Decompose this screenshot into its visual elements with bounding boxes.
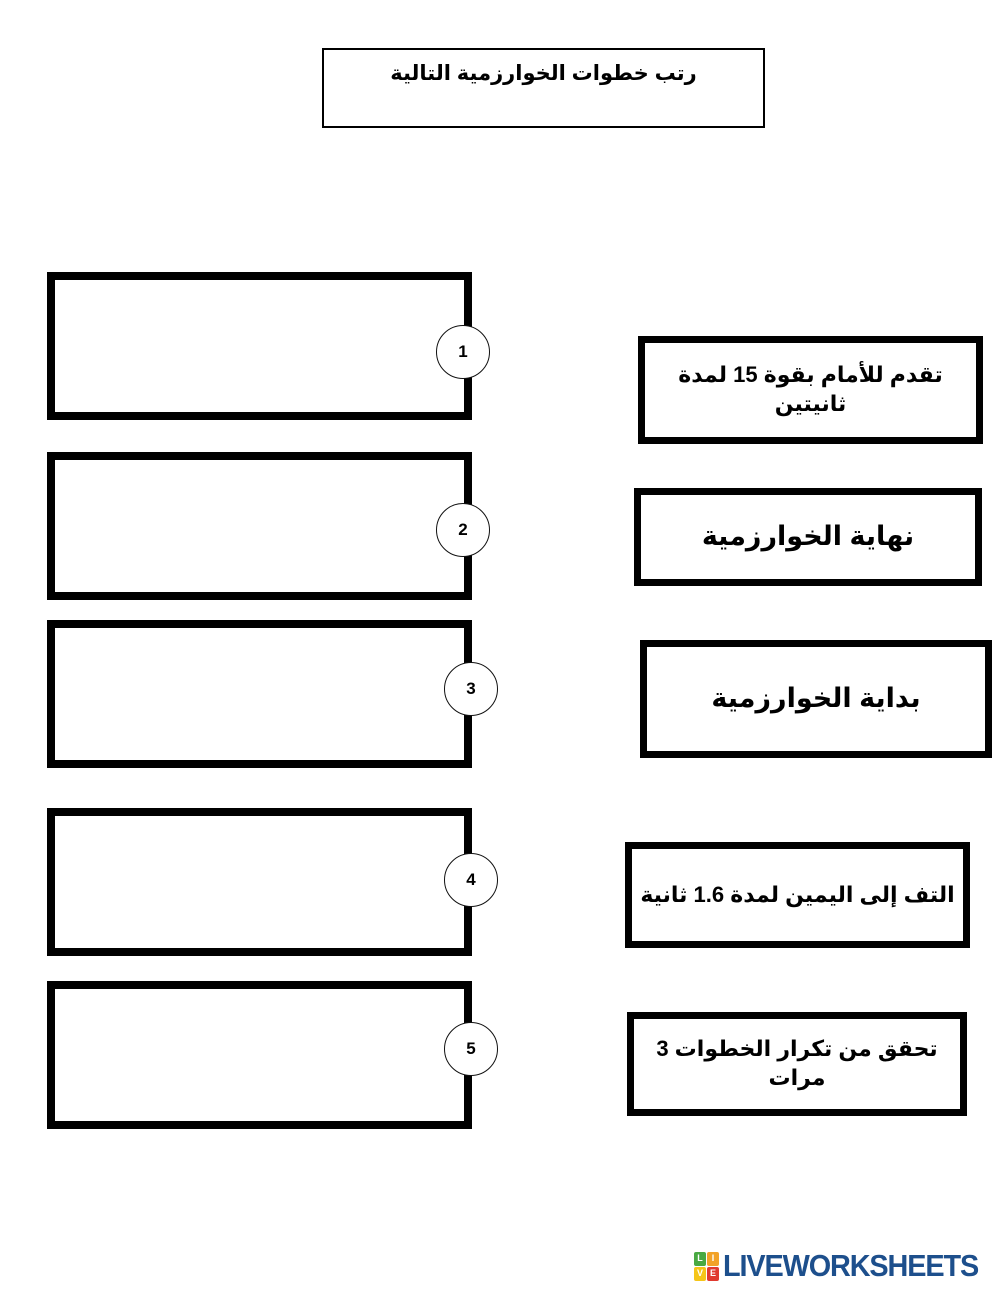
answer-card-start[interactable]: بداية الخوارزمية: [640, 640, 992, 758]
liveworksheets-logo: L I V E LIVEWORKSHEETS: [694, 1246, 997, 1286]
drop-target-2[interactable]: [47, 452, 472, 600]
page-title: رتب خطوات الخوارزمية التالية: [390, 62, 697, 85]
answer-card-turn-label: التف إلى اليمين لمدة 1.6 ثانية: [640, 881, 955, 907]
logo-tile-v-icon: V: [694, 1266, 706, 1281]
drop-target-5[interactable]: [47, 981, 472, 1129]
worksheet-title-box: رتب خطوات الخوارزمية التالية: [322, 48, 765, 128]
drop-target-1[interactable]: [47, 272, 472, 420]
drop-target-number-4: 4: [444, 853, 498, 907]
drop-target-number-3-label: 3: [466, 679, 476, 698]
drop-target-4[interactable]: [47, 808, 472, 956]
answer-card-forward-label: تقدم للأمام بقوة 15 لمدة ثانيتين: [678, 362, 943, 416]
answer-card-repeat[interactable]: تحقق من تكرار الخطوات 3 مرات: [627, 1012, 967, 1116]
liveworksheets-logo-tiles: L I V E: [694, 1251, 719, 1281]
drop-target-number-4-label: 4: [466, 870, 476, 889]
logo-tile-e-icon: E: [707, 1266, 719, 1281]
drop-target-number-5-label: 5: [466, 1039, 476, 1058]
liveworksheets-wordmark: LIVEWORKSHEETS: [723, 1248, 979, 1283]
drop-target-number-1: 1: [436, 325, 490, 379]
drop-target-number-2-label: 2: [458, 520, 468, 539]
logo-tile-l-icon: L: [694, 1251, 706, 1266]
answer-card-end[interactable]: نهاية الخوارزمية: [634, 488, 982, 586]
answer-card-forward[interactable]: تقدم للأمام بقوة 15 لمدة ثانيتين: [638, 336, 983, 444]
drop-target-number-3: 3: [444, 662, 498, 716]
answer-card-start-label: بداية الخوارزمية: [711, 683, 921, 714]
logo-tile-i-icon: I: [707, 1251, 719, 1266]
answer-card-turn[interactable]: التف إلى اليمين لمدة 1.6 ثانية: [625, 842, 970, 948]
drop-target-3[interactable]: [47, 620, 472, 768]
answer-card-repeat-label: تحقق من تكرار الخطوات 3 مرات: [656, 1036, 938, 1090]
drop-target-number-1-label: 1: [458, 342, 468, 361]
drop-target-number-5: 5: [444, 1022, 498, 1076]
answer-card-end-label: نهاية الخوارزمية: [701, 521, 915, 552]
drop-target-number-2: 2: [436, 503, 490, 557]
